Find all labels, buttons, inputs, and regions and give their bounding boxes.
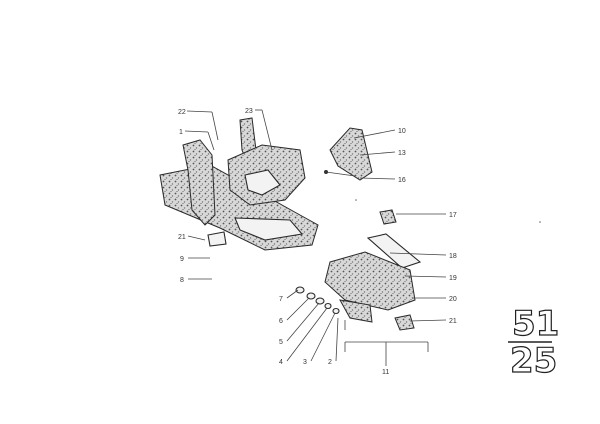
stray-mark <box>539 221 541 223</box>
callout-10: 10 <box>398 128 406 135</box>
fastener-series <box>295 286 429 366</box>
callout-2: 2 <box>328 359 332 366</box>
callout-11: 11 <box>382 369 389 376</box>
callout-16: 16 <box>398 177 406 184</box>
group-number-bottom: 25 <box>510 341 557 381</box>
callout-3: 3 <box>303 359 307 366</box>
group-number-top: 51 <box>512 304 559 344</box>
callout-21-right: 21 <box>449 318 457 325</box>
callout-8: 8 <box>180 277 184 284</box>
callout-labels: 22 1 23 10 13 16 17 21 9 8 18 19 20 21 7… <box>178 108 457 376</box>
callout-5: 5 <box>279 339 283 346</box>
callout-20: 20 <box>449 296 457 303</box>
lower-console-part <box>324 233 422 331</box>
callout-4: 4 <box>279 359 283 366</box>
stray-mark <box>355 199 357 201</box>
callout-9: 9 <box>180 256 184 263</box>
callout-23: 23 <box>245 108 253 115</box>
callout-7: 7 <box>279 296 283 303</box>
callout-6: 6 <box>279 318 283 325</box>
callout-19: 19 <box>449 275 457 282</box>
clip-part <box>379 209 397 225</box>
callout-21-left: 21 <box>178 234 186 241</box>
callout-18: 18 <box>449 253 457 260</box>
console-base-part <box>159 117 319 251</box>
upper-bracket-part <box>324 127 373 181</box>
callout-17: 17 <box>449 212 457 219</box>
group-number: 51 25 <box>508 303 560 382</box>
callout-13: 13 <box>398 150 406 157</box>
leader-lines <box>184 109 447 362</box>
callout-22: 22 <box>178 109 186 116</box>
callout-1: 1 <box>179 129 183 136</box>
